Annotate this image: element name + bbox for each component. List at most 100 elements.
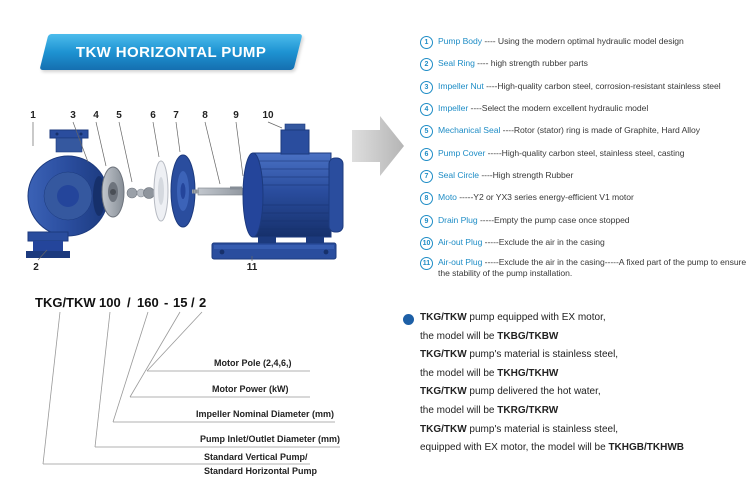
page-title: TKW HORIZONTAL PUMP [75, 43, 267, 61]
part-list-item-3: 3 Impeller Nut ----High-quality carbon s… [420, 81, 756, 94]
part-number-badge: 3 [420, 81, 433, 94]
part-text: Seal Circle ----High strength Rubber [438, 170, 573, 181]
part-text: Pump Cover -----High-quality carbon stee… [438, 148, 685, 159]
note-line: TKG/TKW pump equipped with EX motor, [420, 309, 684, 328]
part-desc: -----Exclude the air in the casing [482, 237, 605, 247]
label-standard-line2: Standard Horizontal Pump [204, 466, 318, 476]
part-desc: ----High-quality carbon steel, corrosion… [483, 81, 721, 91]
note-text: the model will be [420, 404, 498, 416]
pump-body-art [26, 129, 109, 258]
part-number-badge: 2 [420, 58, 433, 71]
part-text: Moto -----Y2 or YX3 series energy-effici… [438, 192, 634, 203]
bullet-icon [403, 314, 414, 325]
part-text: Drain Plug -----Empty the pump case once… [438, 215, 630, 226]
note-line: the model will be TKHG/TKHW [420, 365, 684, 384]
part-list-item-9: 9 Drain Plug -----Empty the pump case on… [420, 215, 756, 228]
leader-lines [32, 121, 283, 261]
part-number-badge: 9 [420, 215, 433, 228]
part-name: Drain Plug [438, 215, 478, 225]
note-text: pump's material is stainless steel, [466, 423, 619, 435]
note-model: TKG/TKW [420, 423, 467, 435]
part-name: Pump Body [438, 36, 482, 46]
pump-cover-art [170, 154, 196, 228]
note-text: the model will be [420, 367, 498, 379]
model-code-prefix: TKG/TKW [35, 295, 96, 310]
label-motor-power: Motor Power (kW) [212, 384, 289, 394]
part-number-badge: 11 [420, 257, 433, 270]
part-text: Seal Ring ---- high strength rubber part… [438, 58, 588, 69]
right-arrow-icon [352, 116, 404, 176]
model-code-d1: 100 [99, 295, 121, 310]
part-name: Moto [438, 192, 457, 202]
part-desc: -----Exclude the air in the casing-----A… [438, 257, 747, 278]
part-desc: ----Rotor (stator) ring is made of Graph… [500, 125, 701, 135]
part-text: Impeller ----Select the modern excellent… [438, 103, 648, 114]
note-line: the model will be TKRG/TKRW [420, 402, 684, 421]
model-code-sep3: / [191, 295, 195, 310]
note-model: TKHG/TKHW [497, 367, 559, 379]
part-desc: ----Select the modern excellent hydrauli… [468, 103, 649, 113]
part-name: Mechanical Seal [438, 125, 501, 135]
model-code-sep1: / [127, 295, 131, 310]
part-desc: ----High strength Rubber [479, 170, 574, 180]
part-number-badge: 4 [420, 103, 433, 116]
label-motor-pole: Motor Pole (2,4,6,) [214, 358, 292, 368]
part-list-item-8: 8 Moto -----Y2 or YX3 series energy-effi… [420, 192, 756, 205]
note-text: the model will be [420, 330, 498, 342]
part-name: Pump Cover [438, 148, 486, 158]
part-desc: -----High-quality carbon steel, stainles… [485, 148, 685, 158]
note-model: TKBG/TKBW [497, 330, 559, 342]
model-code-d3: 15 [173, 295, 188, 310]
callout-4: 4 [93, 110, 99, 121]
part-number-badge: 1 [420, 36, 433, 49]
label-impeller-diam: Impeller Nominal Diameter (mm) [196, 409, 335, 419]
part-name: Impeller [438, 103, 469, 113]
part-text: Air-out Plug -----Exclude the air in the… [438, 237, 605, 248]
callout-5: 5 [116, 110, 122, 121]
part-list-item-1: 1 Pump Body ---- Using the modern optima… [420, 36, 756, 49]
part-number-badge: 5 [420, 125, 433, 138]
model-code-d2: 160 [137, 295, 159, 310]
part-number-badge: 6 [420, 148, 433, 161]
label-standard-line1: Standard Vertical Pump/ [204, 452, 308, 462]
note-model: TKRG/TKRW [497, 404, 559, 416]
part-name: Impeller Nut [438, 81, 484, 91]
part-list-item-10: 10 Air-out Plug -----Exclude the air in … [420, 237, 756, 250]
impeller-art [101, 166, 125, 218]
part-list-item-7: 7 Seal Circle ----High strength Rubber [420, 170, 756, 183]
callout-3: 3 [70, 110, 76, 121]
callout-11: 11 [246, 262, 258, 273]
note-text: pump's material is stainless steel, [466, 349, 619, 361]
motor-art [211, 123, 344, 260]
title-banner: TKW HORIZONTAL PUMP [39, 34, 303, 70]
note-line: TKG/TKW pump delivered the hot water, [420, 383, 684, 402]
part-list-item-4: 4 Impeller ----Select the modern excelle… [420, 103, 756, 116]
callout-8: 8 [202, 110, 208, 121]
callout-7: 7 [173, 110, 179, 121]
part-name: Seal Circle [438, 170, 480, 180]
callout-1: 1 [30, 110, 36, 121]
seal-circle-art [153, 160, 169, 222]
note-line: the model will be TKBG/TKBW [420, 328, 684, 347]
label-inlet-outlet: Pump Inlet/Outlet Diameter (mm) [200, 434, 341, 444]
part-list-item-11: 11 Air-out Plug -----Exclude the air in … [420, 257, 756, 278]
note-line: TKG/TKW pump's material is stainless ste… [420, 346, 684, 365]
note-model: TKHGB/TKHWB [608, 442, 684, 454]
part-text: Mechanical Seal ----Rotor (stator) ring … [438, 125, 700, 136]
model-code-d4: 2 [199, 295, 207, 310]
part-name: Air-out Plug [438, 237, 483, 247]
part-list-item-6: 6 Pump Cover -----High-quality carbon st… [420, 148, 756, 161]
callout-10: 10 [262, 110, 274, 121]
part-text: Air-out Plug -----Exclude the air in the… [438, 257, 756, 278]
callout-9: 9 [233, 110, 239, 121]
part-name: Seal Ring [438, 58, 475, 68]
part-desc: -----Empty the pump case once stopped [477, 215, 630, 225]
seal-parts-art [126, 187, 155, 199]
part-desc: ---- high strength rubber parts [474, 58, 588, 68]
note-text: equipped with EX motor, the model will b… [420, 442, 609, 454]
note-model: TKG/TKW [420, 349, 467, 361]
callout-6: 6 [150, 110, 156, 121]
part-list-item-2: 2 Seal Ring ---- high strength rubber pa… [420, 58, 756, 71]
